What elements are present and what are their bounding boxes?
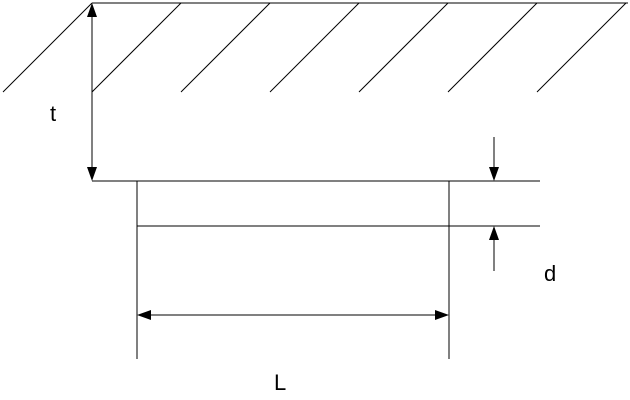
label-d: d — [544, 261, 556, 286]
dimension-t-arrow-top — [87, 3, 97, 17]
hatch-line — [180, 2, 271, 93]
hatch-line — [536, 2, 627, 93]
hatched-surface — [2, 2, 628, 93]
dimension-t — [87, 3, 97, 181]
label-t: t — [50, 101, 56, 126]
dimension-l — [137, 310, 449, 320]
hatch-line — [358, 2, 449, 93]
hatch-line — [269, 2, 360, 93]
label-l: L — [274, 370, 286, 395]
hatch-line — [91, 2, 182, 93]
hatch-line — [447, 2, 538, 93]
hatch-line — [2, 2, 93, 93]
dimension-t-arrow-bottom — [87, 167, 97, 181]
dimension-d-arrow-up — [489, 226, 499, 240]
dimension-l-arrow-right — [435, 310, 449, 320]
dimension-d-arrow-down — [489, 167, 499, 181]
dimension-d — [489, 137, 499, 271]
dimension-l-arrow-left — [137, 310, 151, 320]
